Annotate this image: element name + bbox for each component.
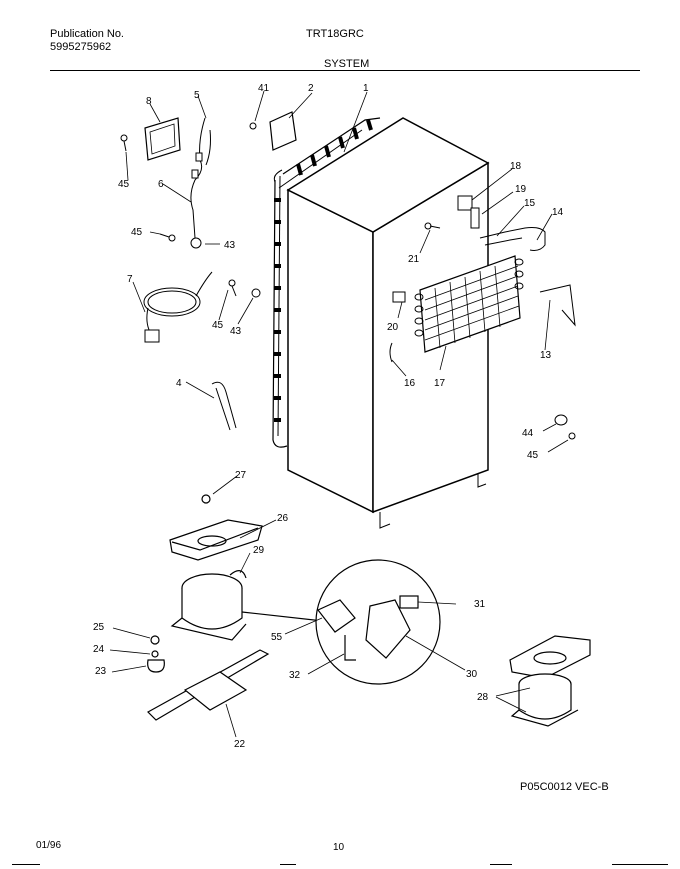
footer-date: 01/96 [36,840,62,851]
callout-41: 41 [258,83,270,94]
callout-25: 25 [93,622,105,633]
callout-43b: 43 [230,326,242,337]
callout-19: 19 [515,184,527,195]
callout-13: 13 [540,350,552,361]
callout-labels: 1 2 4 5 6 7 8 13 14 15 16 17 18 19 20 21… [93,83,564,750]
bracket [269,111,297,151]
callout-4: 4 [176,378,182,389]
figure-code: P05C0012 VEC-B [520,781,609,793]
base-rail [147,649,270,721]
page-number: 10 [333,842,345,853]
callout-23: 23 [95,666,107,677]
callout-32: 32 [289,670,301,681]
callout-43a: 43 [224,240,236,251]
callout-45d: 45 [527,450,539,461]
drain-pan [169,494,263,561]
callout-20: 20 [387,322,399,333]
callout-31: 31 [474,599,486,610]
callout-29: 29 [253,545,265,556]
callout-24: 24 [93,644,105,655]
section-title: SYSTEM [324,58,370,70]
callout-55: 55 [271,632,283,643]
leader-lines [109,90,569,738]
condenser-coil [272,117,381,448]
callout-30: 30 [466,669,478,680]
compressor-assembly [509,635,591,727]
callout-2: 2 [308,83,314,94]
header-rule [50,70,640,71]
cover-panel [144,117,181,161]
relay-detail-circle [315,559,441,685]
callout-5: 5 [194,90,200,101]
footer-mark-left [12,864,40,865]
footer-mark-center [280,864,296,865]
callout-45c: 45 [212,320,224,331]
drain-tube [211,381,237,431]
model-number: TRT18GRC [306,28,364,40]
callout-6: 6 [158,179,164,190]
evaporator-tubing [389,195,576,363]
footer-mark-far-right [612,864,668,865]
callout-18: 18 [510,161,522,172]
publication-label: Publication No. [50,28,124,40]
callout-45a: 45 [118,179,130,190]
callout-27: 27 [235,470,247,481]
callout-44: 44 [522,428,534,439]
callout-1: 1 [363,83,369,94]
callout-15: 15 [524,198,536,209]
callout-21: 21 [408,254,420,265]
callout-16: 16 [404,378,416,389]
callout-17: 17 [434,378,446,389]
compressor [147,570,333,673]
callout-22: 22 [234,739,246,750]
evaporator [414,255,524,353]
screws [120,122,576,440]
callout-26: 26 [277,513,289,524]
callout-14: 14 [552,207,564,218]
callout-8: 8 [146,96,152,107]
callout-45b: 45 [131,227,143,238]
wiring-harness [190,117,211,249]
callout-28: 28 [477,692,489,703]
callout-7: 7 [127,274,133,285]
publication-number: 5995275962 [50,41,112,53]
footer-mark-right [490,864,512,865]
power-cord [143,271,213,343]
